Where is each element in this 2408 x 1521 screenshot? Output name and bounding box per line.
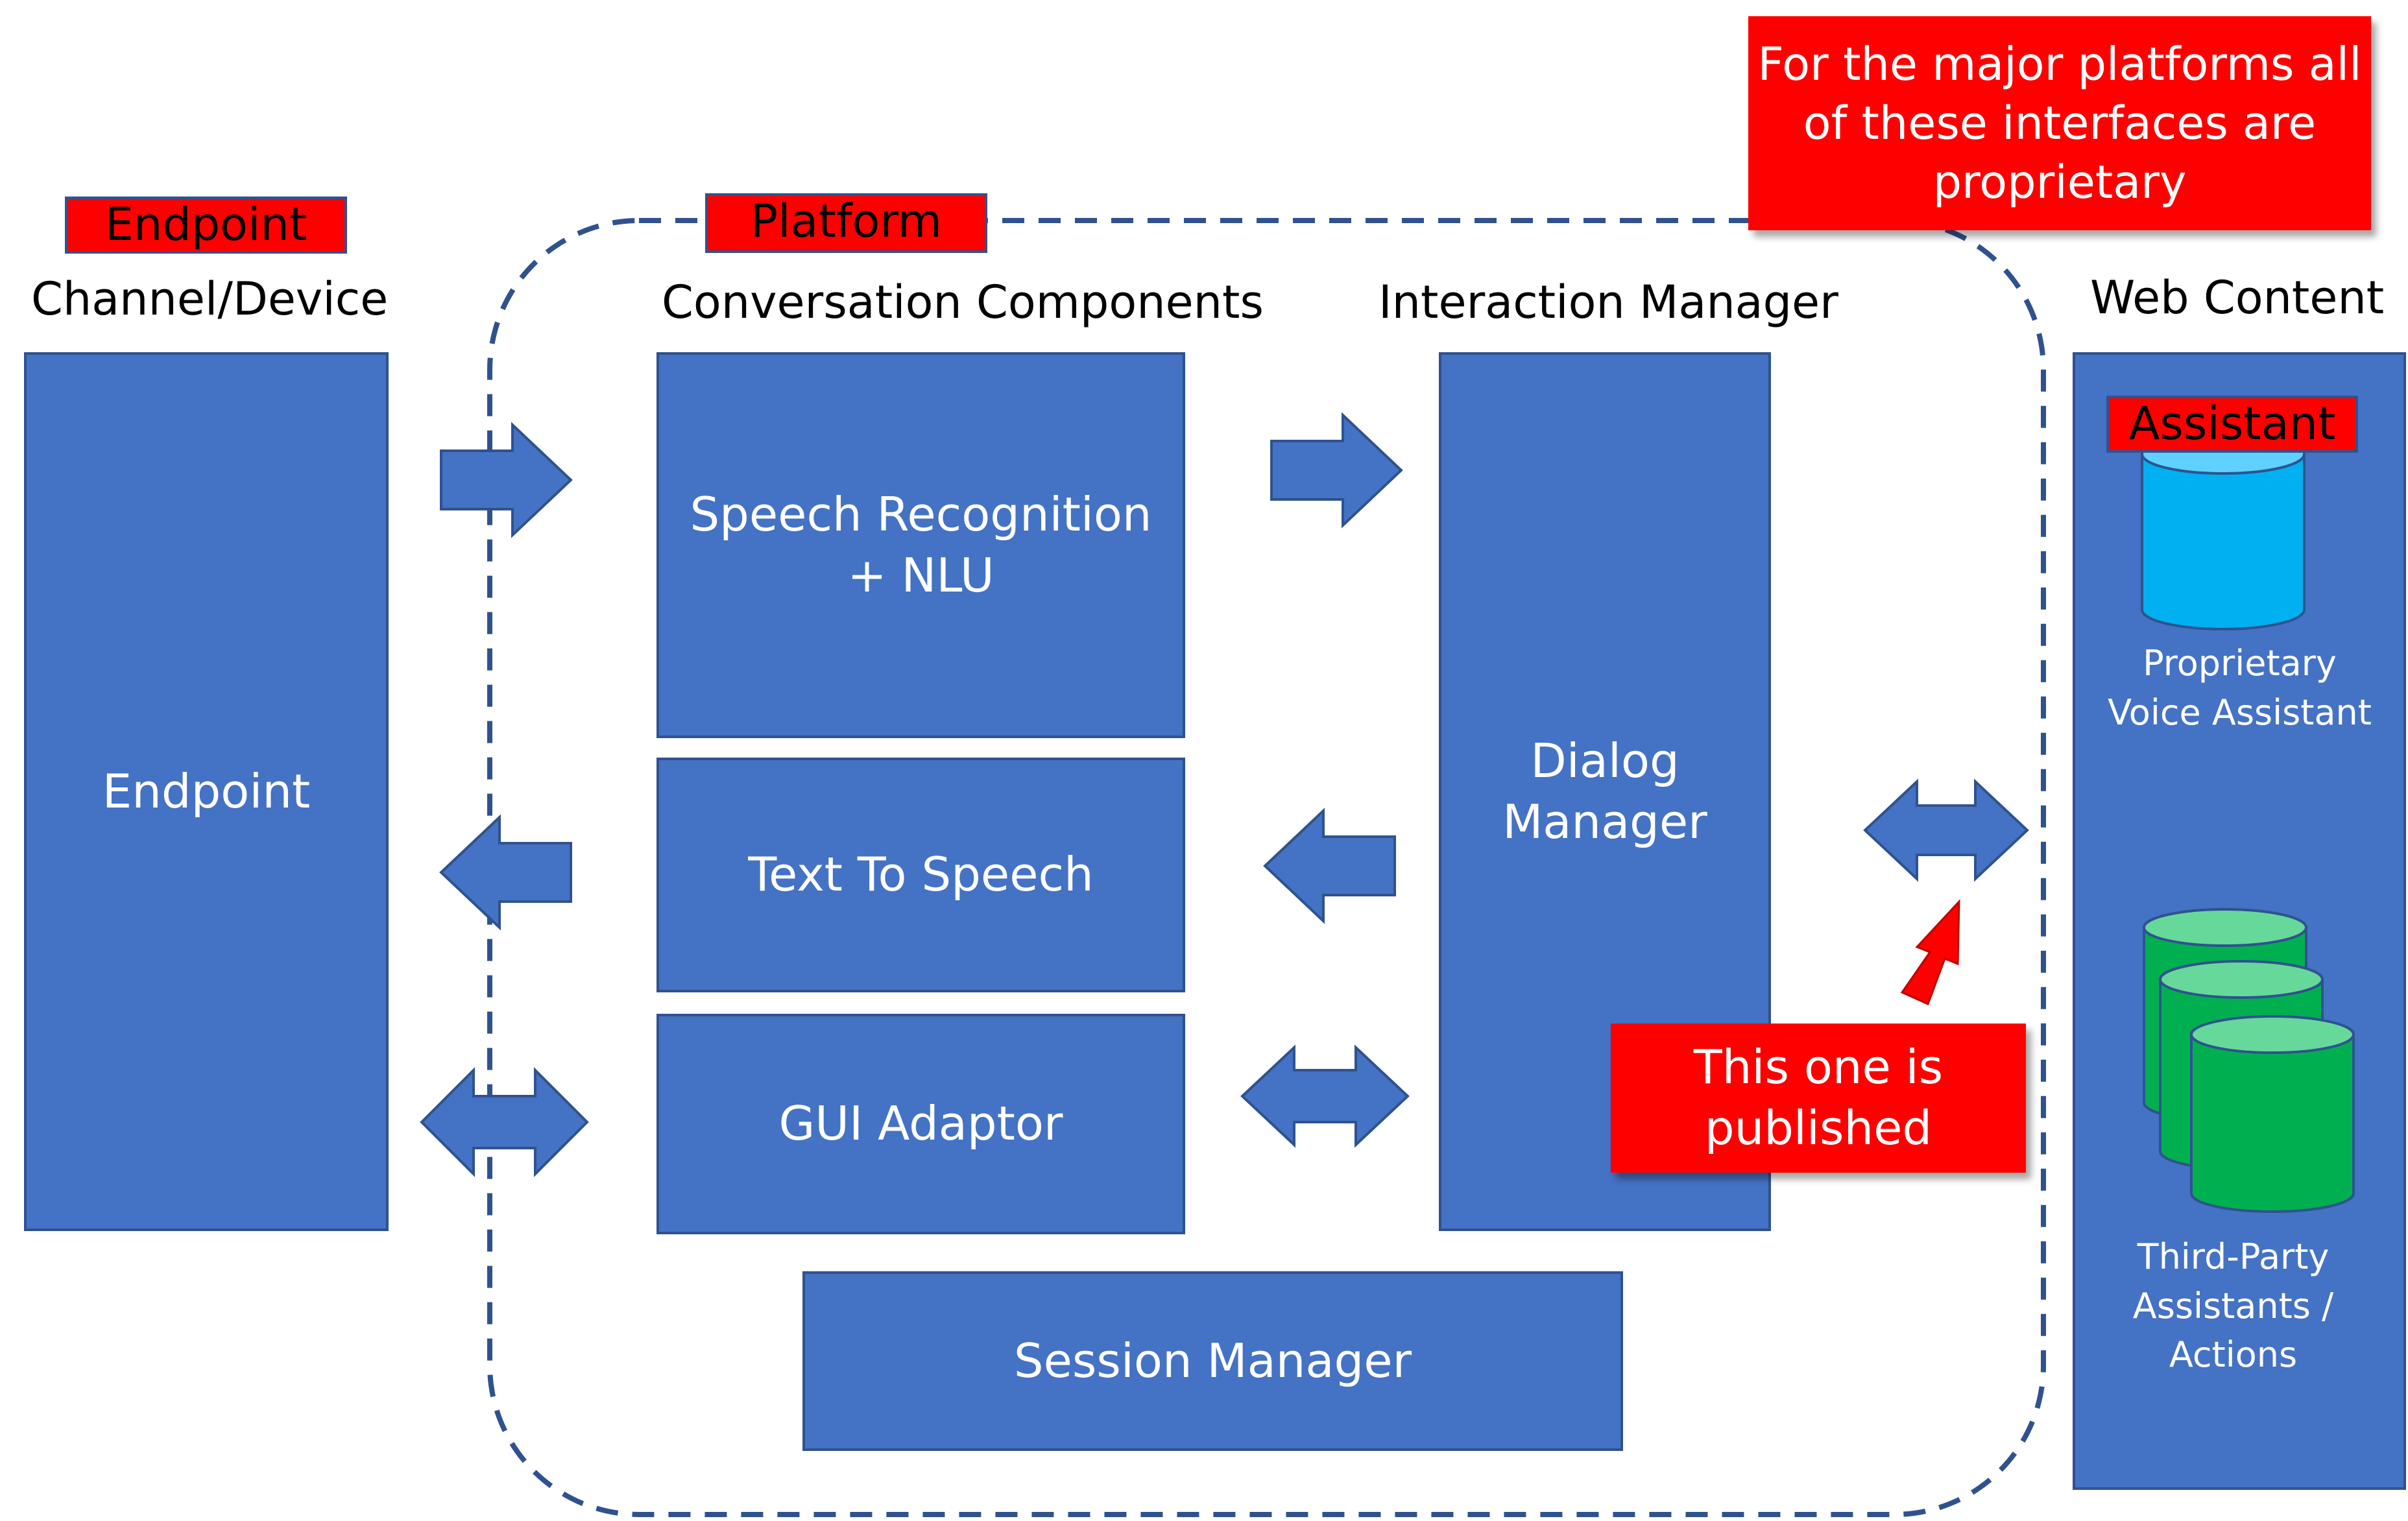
published-pointer-arrow [1900, 899, 1960, 1006]
endpoint-tag: Endpoint [65, 197, 347, 254]
session-manager-box: Session Manager [802, 1271, 1623, 1451]
published-note: This one is published [1611, 1024, 2026, 1173]
arrow-speech-to-dialog [1270, 412, 1403, 529]
header-interaction-manager: Interaction Manager [1379, 276, 1838, 329]
arrow-endpoint-to-speech [440, 422, 573, 538]
third-party-cylinders [2143, 908, 2355, 1213]
header-channel-device: Channel/Device [31, 272, 389, 326]
arrow-gui-dialog [1240, 1044, 1410, 1148]
third-party-assistants-label: Third-Party Assistants / Actions [2132, 1236, 2334, 1376]
header-conversation-components: Conversation Components [662, 276, 1264, 329]
proprietary-assistant-label: Proprietary Voice Assistant [2108, 643, 2372, 733]
assistant-tag: Assistant [2106, 396, 2358, 453]
platform-tag: Platform [705, 193, 987, 253]
endpoint-box: Endpoint [24, 352, 389, 1231]
proprietary-assistant-cylinder [2141, 433, 2306, 630]
header-web-content: Web Content [2090, 271, 2385, 324]
text-to-speech-box: Text To Speech [656, 758, 1185, 992]
arrow-tts-to-endpoint [439, 814, 572, 931]
speech-recognition-box: Speech Recognition + NLU [656, 352, 1185, 738]
arrow-dialog-webcontent [1863, 778, 2029, 882]
arrow-gui-endpoint [420, 1067, 589, 1177]
proprietary-note: For the major platforms all of these int… [1748, 16, 2371, 230]
gui-adaptor-box: GUI Adaptor [656, 1014, 1185, 1234]
arrow-dialog-to-tts [1263, 808, 1396, 924]
